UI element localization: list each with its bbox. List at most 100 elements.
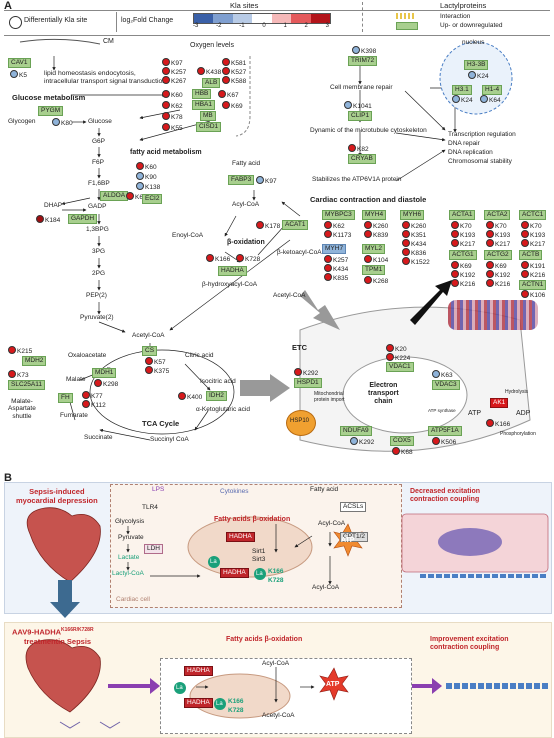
mb-site-label: K78 [171,114,183,121]
myh6-site-label: K351 [411,232,427,239]
panel-a-label: A [4,0,12,12]
vdac3-protein: VDAC3 [432,380,460,390]
h31-site: K24 [452,95,473,104]
oxygen-site-label: K438 [206,69,222,76]
kla-dot [402,248,410,256]
k728-upper: K728 [268,577,284,584]
lipid-text: lipid homeostasis endocytosis, intracell… [44,70,167,85]
actb-site-label: K191 [530,263,546,270]
cs-site-2: K375 [145,366,169,375]
ndufa9-protein: NDUFA9 [340,426,372,436]
malate-label: Malate [66,376,86,383]
kla-dot [52,118,60,126]
actg2-site-1: K69 [486,261,507,270]
cav1-protein: CAV1 [8,58,31,68]
fa-beta-ox-down-label: Fatty acids β-oxidation [214,516,291,523]
mito-b-upper [187,516,313,578]
kla-dot [432,437,440,445]
idh2-protein: IDH2 [206,391,227,401]
kla-dot [256,176,264,184]
mybpc3-protein: MYBPC3 [322,210,355,220]
vdac3-site: K63 [432,370,453,379]
heart-treated [25,639,101,713]
beta-hydroxy-label: β-hydroxyacyl-CoA [202,281,258,288]
kla-dot [162,58,170,66]
oxygen-site-label: K257 [171,69,187,76]
scale-swatch-1 [194,14,214,23]
pygm-site-label: K80 [61,120,73,127]
myh6-site-4: K836 [402,248,426,257]
trim72-site-label: K398 [361,48,377,55]
hadha-b-lower-2: HADHA [184,698,213,708]
tlr4-label: TLR4 [142,504,158,511]
actb-site-label: K216 [530,272,546,279]
alb-protein: ALB [202,78,221,88]
acta1-site-label: K217 [460,241,476,248]
kla-dot [451,239,459,247]
vdac1-site-1: K20 [386,344,407,353]
blue-down-arrow [50,580,80,618]
actg1-site-2: K192 [451,270,475,279]
kla-dot [218,90,226,98]
actg2-protein: ACTG2 [484,250,512,260]
acetyl-coa-center-label: Acetyl-CoA [132,332,165,339]
kla-dot [386,344,394,352]
mdh1-protein: MDH1 [92,368,117,378]
hspd1-site: K292 [294,368,318,377]
pep-label: PEP(2) [86,292,107,299]
pg2-label: 2PG [92,270,106,277]
kla-dot [162,112,170,120]
cm-label: CM [103,38,114,45]
slc25a11-protein: SLC25A11 [8,380,45,390]
oxygen-dashed-region [235,56,251,137]
pygm-site: K80 [52,118,73,127]
lactate-label: Lactate [118,554,140,561]
panel-b-graphics [25,507,549,729]
cryab-site-label: K82 [357,146,369,153]
kla-dot [451,279,459,287]
kla-dot [136,182,144,190]
kla-dot [324,264,332,272]
atp-upper-label: ATP [341,537,355,544]
kla-dot [451,221,459,229]
bpg13-label: 1,3BPG [86,226,109,233]
h33b-site: K24 [468,71,489,80]
improvement-label: Improvement excitation contraction coupl… [430,636,509,652]
panel-b-label: B [4,472,12,484]
aav9-title-main: AAV9-HADHA [12,627,62,637]
myh6-protein: MYH6 [400,210,425,220]
tpm1-protein: TPM1 [362,265,386,275]
clip1-site-label: K1041 [353,103,372,110]
oxygen-site-label: K97 [171,60,183,67]
kla-dot [206,254,214,262]
acta1-site-label: K70 [460,223,472,230]
sirt3-label: Sirt3 [252,556,266,563]
kla-dot [222,58,230,66]
f6p-label: F6P [92,159,104,166]
vdac1-site-label: K20 [395,346,407,353]
kla-dot [521,221,529,229]
hbb-site-label: K60 [171,92,183,99]
kla-dot [126,192,134,200]
kla-dot [350,437,358,445]
myh6-site-label: K260 [411,223,427,230]
mdh2-site-label: K215 [17,348,33,355]
actg2-site-label: K192 [495,272,511,279]
legend-divider-1 [116,12,117,32]
atp5f1a-site: K506 [432,437,456,446]
actc1-site-label: K193 [530,232,546,239]
kla-dot [432,370,440,378]
mdh2-protein: MDH2 [22,356,47,366]
scale-tick-3: -1 [239,23,245,29]
oxygen-site-k527: K527 [222,67,246,76]
h14-site-label: K64 [489,97,501,104]
la-badge-1 [208,556,220,568]
kla-dot [452,95,460,103]
fh-protein: FH [58,393,73,403]
actb-site-1: K191 [521,261,545,270]
scale-tick-6: 2 [304,23,308,29]
aldoa-site: K60 [126,192,147,201]
aav9-title-sup: K166R/K728R [61,627,94,633]
clip1-protein: CLIP1 [348,111,373,121]
myh6-site-label: K1522 [411,259,430,266]
